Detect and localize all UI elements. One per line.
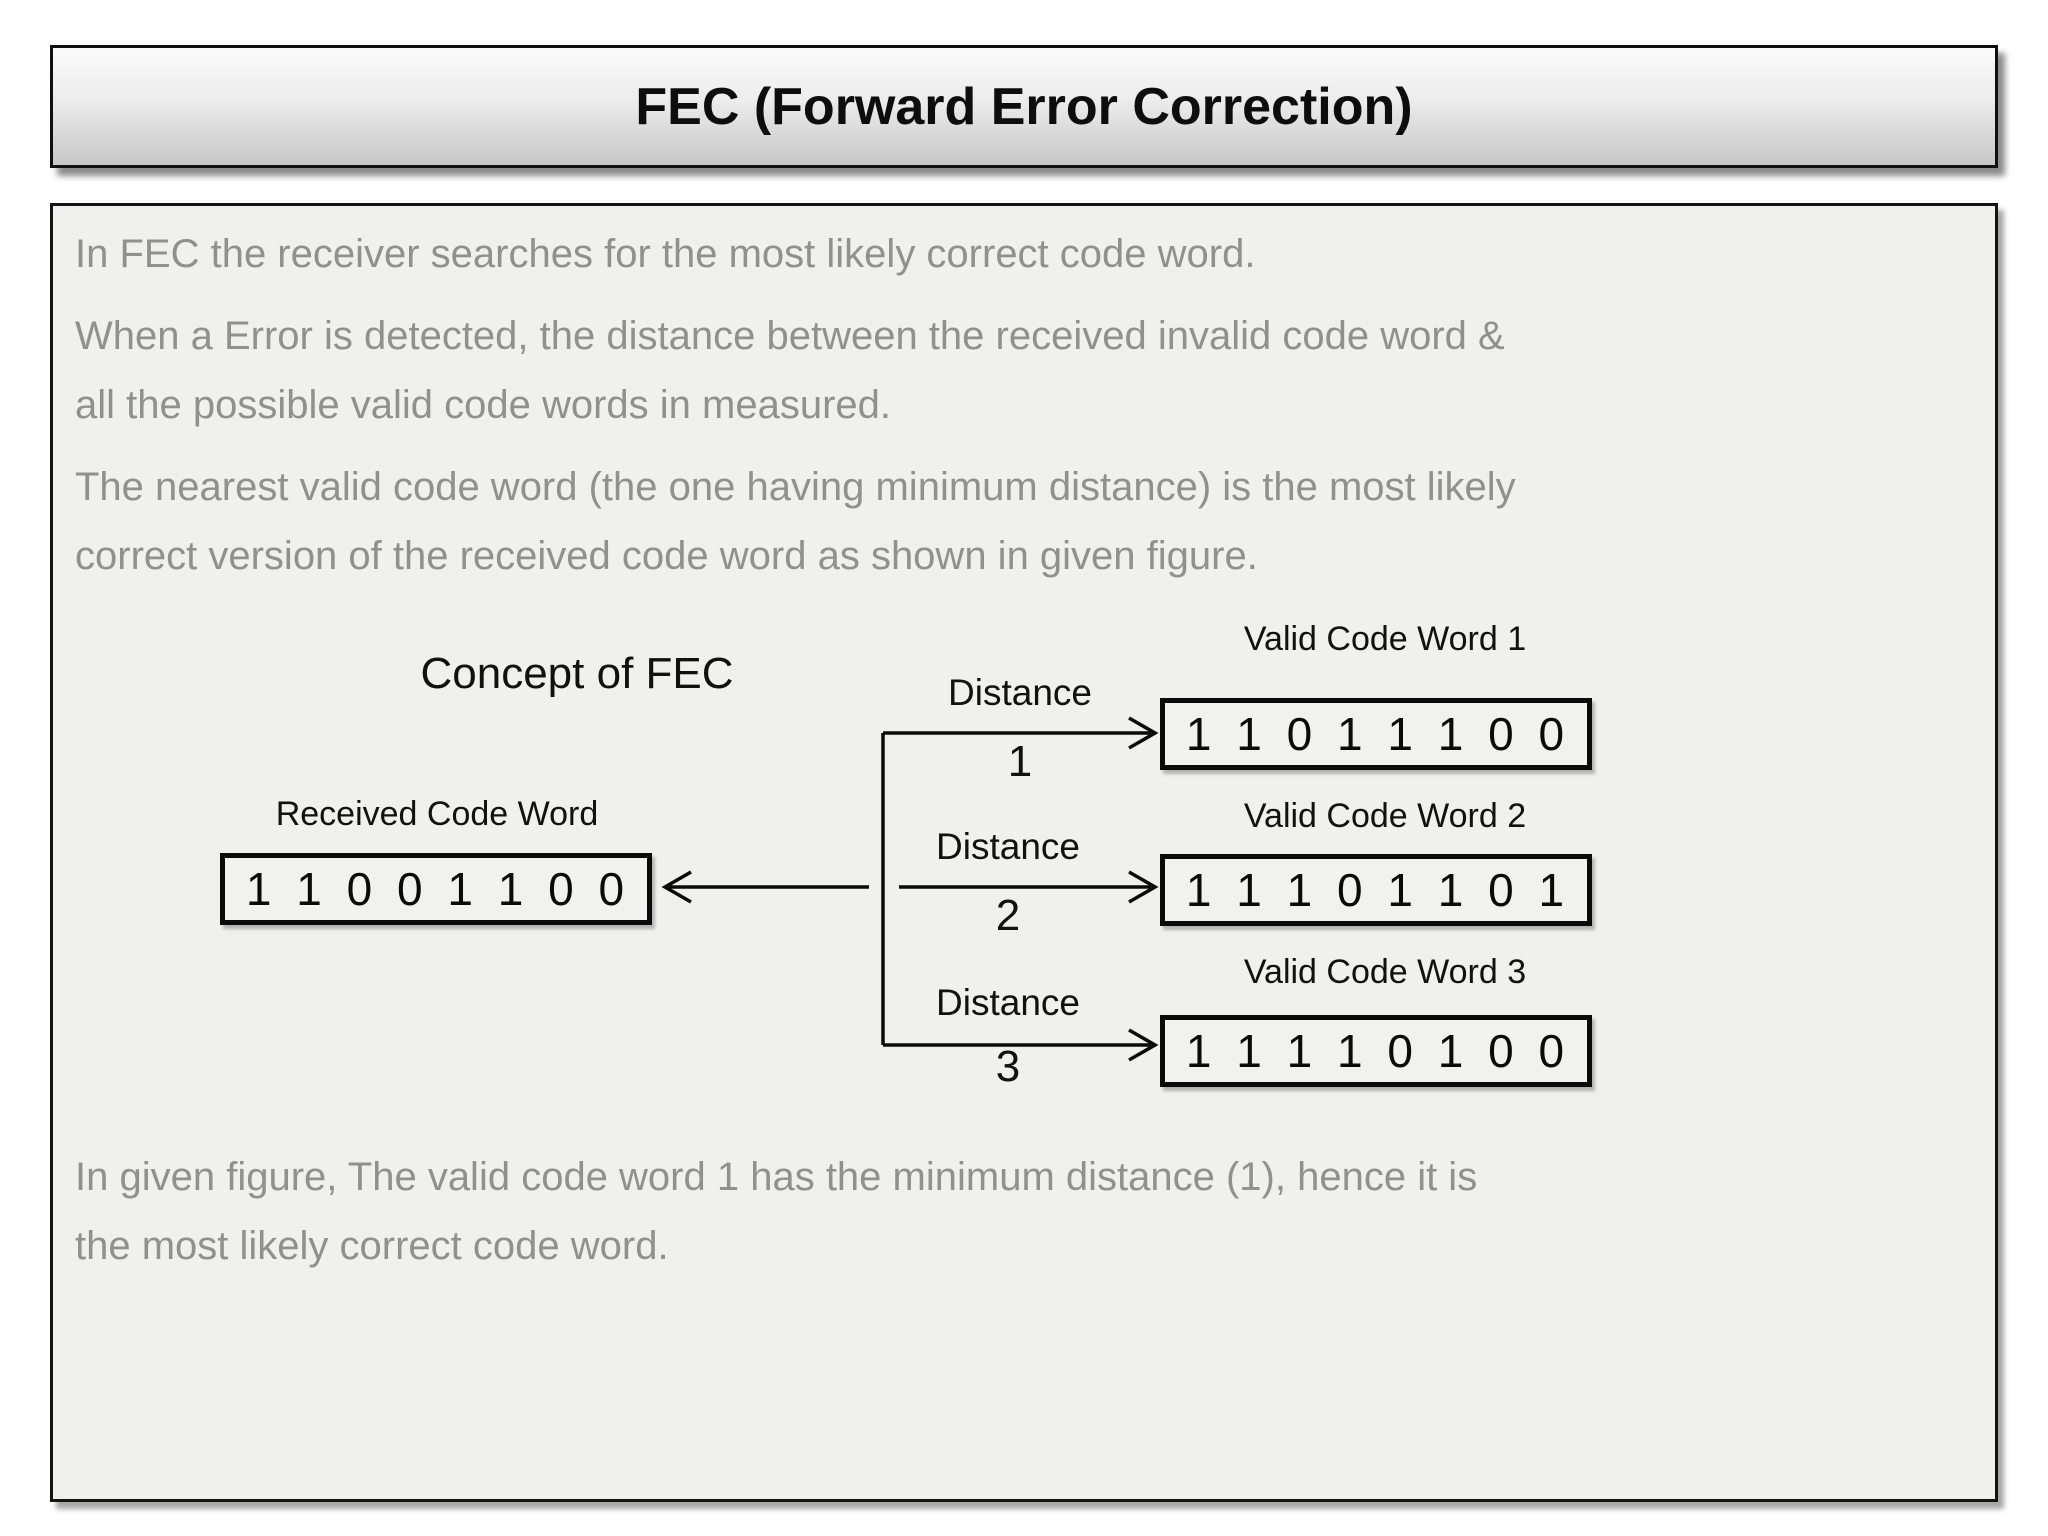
branch1-arrowhead-icon	[1128, 716, 1159, 750]
distance-2-value: 2	[995, 891, 1021, 940]
page-title: FEC (Forward Error Correction)	[635, 77, 1413, 136]
distance-2-label: Distance	[936, 826, 1080, 867]
valid-code-word-2-label: Valid Code Word 2	[1243, 797, 1527, 835]
received-arrowhead-icon	[661, 870, 692, 904]
valid-code-word-2-box: 1 1 1 0 1 1 0 1	[1160, 854, 1592, 926]
diagram-connector-arrows	[661, 716, 1159, 1062]
diagram-caption: Concept of FEC	[420, 649, 734, 698]
received-code-word-label: Received Code Word	[275, 795, 599, 833]
distance-3-label: Distance	[936, 982, 1080, 1023]
valid-code-word-3-label: Valid Code Word 3	[1243, 953, 1527, 991]
title-bar: FEC (Forward Error Correction)	[50, 45, 1998, 168]
distance-3-value: 3	[995, 1042, 1021, 1091]
paragraph-1: In FEC the receiver searches for the mos…	[75, 232, 1256, 276]
valid-code-word-1-label: Valid Code Word 1	[1243, 620, 1527, 658]
body-text-block: In FEC the receiver searches for the mos…	[75, 220, 1615, 604]
valid-code-word-3-box: 1 1 1 1 0 1 0 0	[1160, 1015, 1592, 1087]
paragraph-3: The nearest valid code word (the one hav…	[75, 465, 1516, 578]
content-panel: In FEC the receiver searches for the mos…	[50, 203, 1998, 1502]
branch2-arrowhead-icon	[1128, 870, 1159, 904]
distance-1-value: 1	[1007, 737, 1033, 786]
distance-1-label: Distance	[948, 672, 1092, 713]
branch3-arrowhead-icon	[1128, 1028, 1159, 1062]
valid-code-word-1-box: 1 1 0 1 1 1 0 0	[1160, 698, 1592, 770]
received-code-word-box: 1 1 0 0 1 1 0 0	[220, 853, 652, 925]
footer-paragraph: In given figure, The valid code word 1 h…	[75, 1155, 1478, 1268]
paragraph-2: When a Error is detected, the distance b…	[75, 314, 1505, 427]
